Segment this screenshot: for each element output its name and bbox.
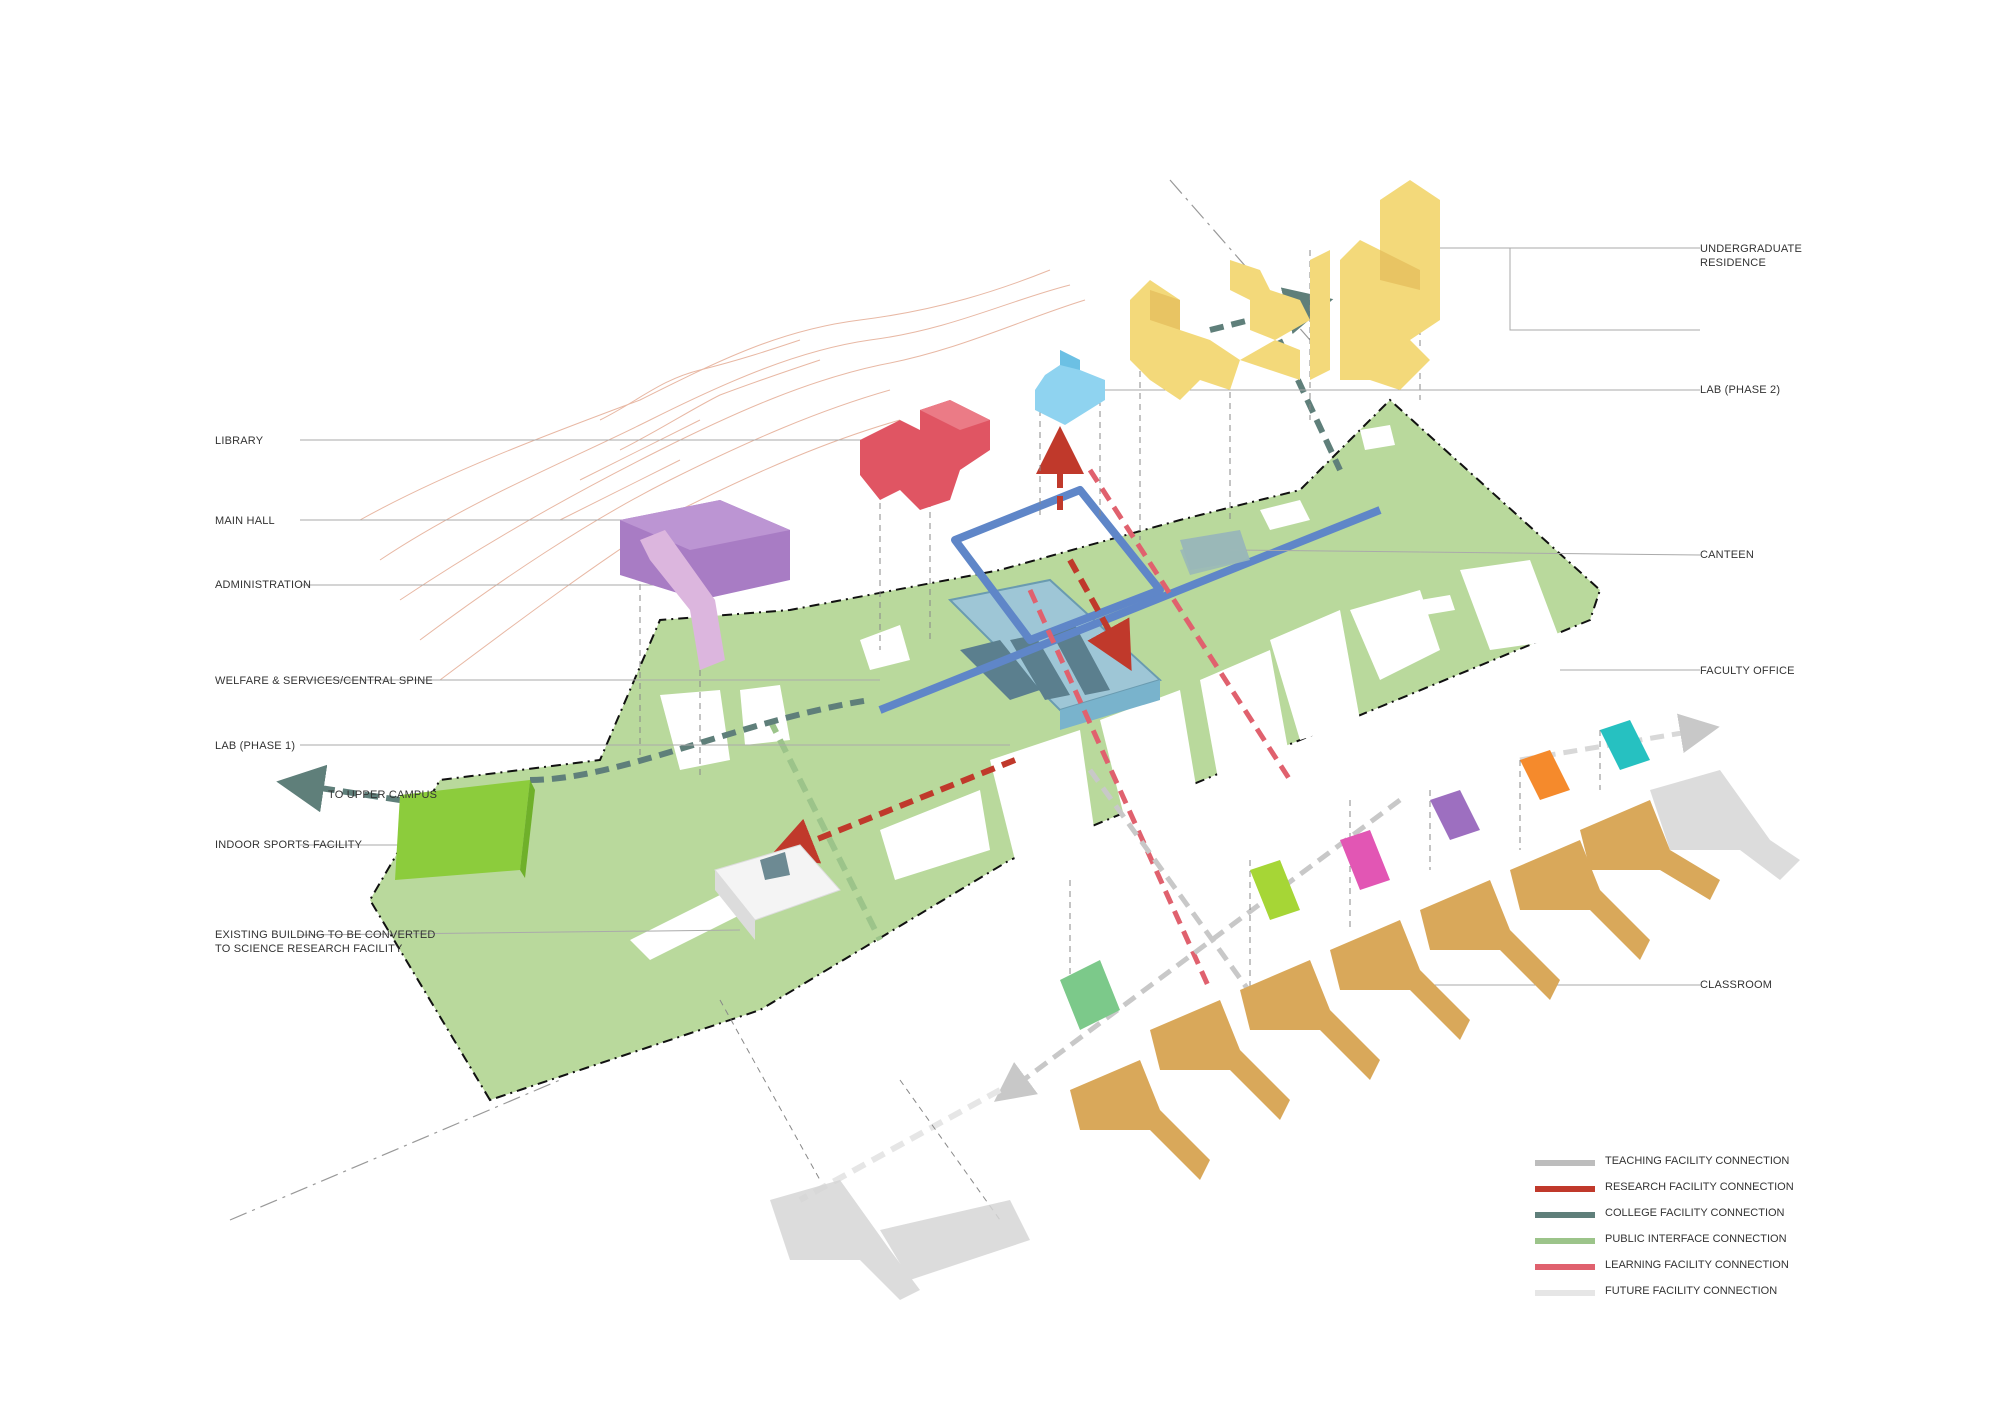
legend-label: PUBLIC INTERFACE CONNECTION <box>1605 1233 1787 1245</box>
label-undergraduate-residence: UNDERGRADUATE RESIDENCE <box>1700 242 1820 270</box>
legend-swatch <box>1535 1160 1595 1166</box>
lab-phase-2 <box>1035 350 1105 425</box>
faculty-offices <box>1060 720 1650 1030</box>
library <box>860 400 990 510</box>
label-welfare-services: WELFARE & SERVICES/CENTRAL SPINE <box>215 675 433 687</box>
legend-swatch <box>1535 1264 1595 1270</box>
legend-swatch <box>1535 1186 1595 1192</box>
legend-swatch <box>1535 1290 1595 1296</box>
label-administration: ADMINISTRATION <box>215 579 312 591</box>
label-indoor-sports: INDOOR SPORTS FACILITY <box>215 839 363 851</box>
legend-item: RESEARCH FACILITY CONNECTION <box>1535 1176 1835 1202</box>
legend-item: COLLEGE FACILITY CONNECTION <box>1535 1202 1835 1228</box>
indoor-sports-facility <box>395 780 535 880</box>
administration <box>640 530 725 670</box>
legend-label: COLLEGE FACILITY CONNECTION <box>1605 1207 1785 1219</box>
label-to-upper-campus: TO UPPER CAMPUS <box>328 789 438 801</box>
legend-label: FUTURE FACILITY CONNECTION <box>1605 1285 1778 1297</box>
undergraduate-residence <box>1130 180 1440 400</box>
legend-item: FUTURE FACILITY CONNECTION <box>1535 1280 1835 1306</box>
site-plane <box>368 398 1602 1102</box>
classrooms <box>1070 800 1720 1180</box>
legend-label: LEARNING FACILITY CONNECTION <box>1605 1259 1789 1271</box>
legend-item: LEARNING FACILITY CONNECTION <box>1535 1254 1835 1280</box>
welfare-spine-outline <box>878 486 1382 714</box>
canteen <box>1180 535 1250 575</box>
leader-lines <box>299 247 1701 986</box>
label-lab-phase-1: LAB (PHASE 1) <box>215 740 296 752</box>
label-library: LIBRARY <box>215 435 264 447</box>
legend: TEACHING FACILITY CONNECTION RESEARCH FA… <box>1535 1150 1835 1306</box>
legend-label: TEACHING FACILITY CONNECTION <box>1605 1155 1790 1167</box>
legend-label: RESEARCH FACILITY CONNECTION <box>1605 1181 1794 1193</box>
legend-item: TEACHING FACILITY CONNECTION <box>1535 1150 1835 1176</box>
label-main-hall: MAIN HALL <box>215 515 275 527</box>
label-faculty-office: FACULTY OFFICE <box>1700 665 1795 677</box>
legend-swatch <box>1535 1212 1595 1218</box>
legend-swatch <box>1535 1238 1595 1244</box>
label-existing-building-2: TO SCIENCE RESEARCH FACILITY <box>215 943 403 955</box>
buildings <box>395 180 1800 1300</box>
existing-building <box>714 844 841 940</box>
label-classroom: CLASSROOM <box>1700 979 1773 991</box>
label-lab-phase-2: LAB (PHASE 2) <box>1700 384 1781 396</box>
label-undergraduate-residence-text: UNDERGRADUATE RESIDENCE <box>1700 243 1803 269</box>
legend-item: PUBLIC INTERFACE CONNECTION <box>1535 1228 1835 1254</box>
label-existing-building-1: EXISTING BUILDING TO BE CONVERTED <box>215 929 436 941</box>
future-buildings <box>770 770 1800 1300</box>
label-canteen: CANTEEN <box>1700 549 1754 561</box>
